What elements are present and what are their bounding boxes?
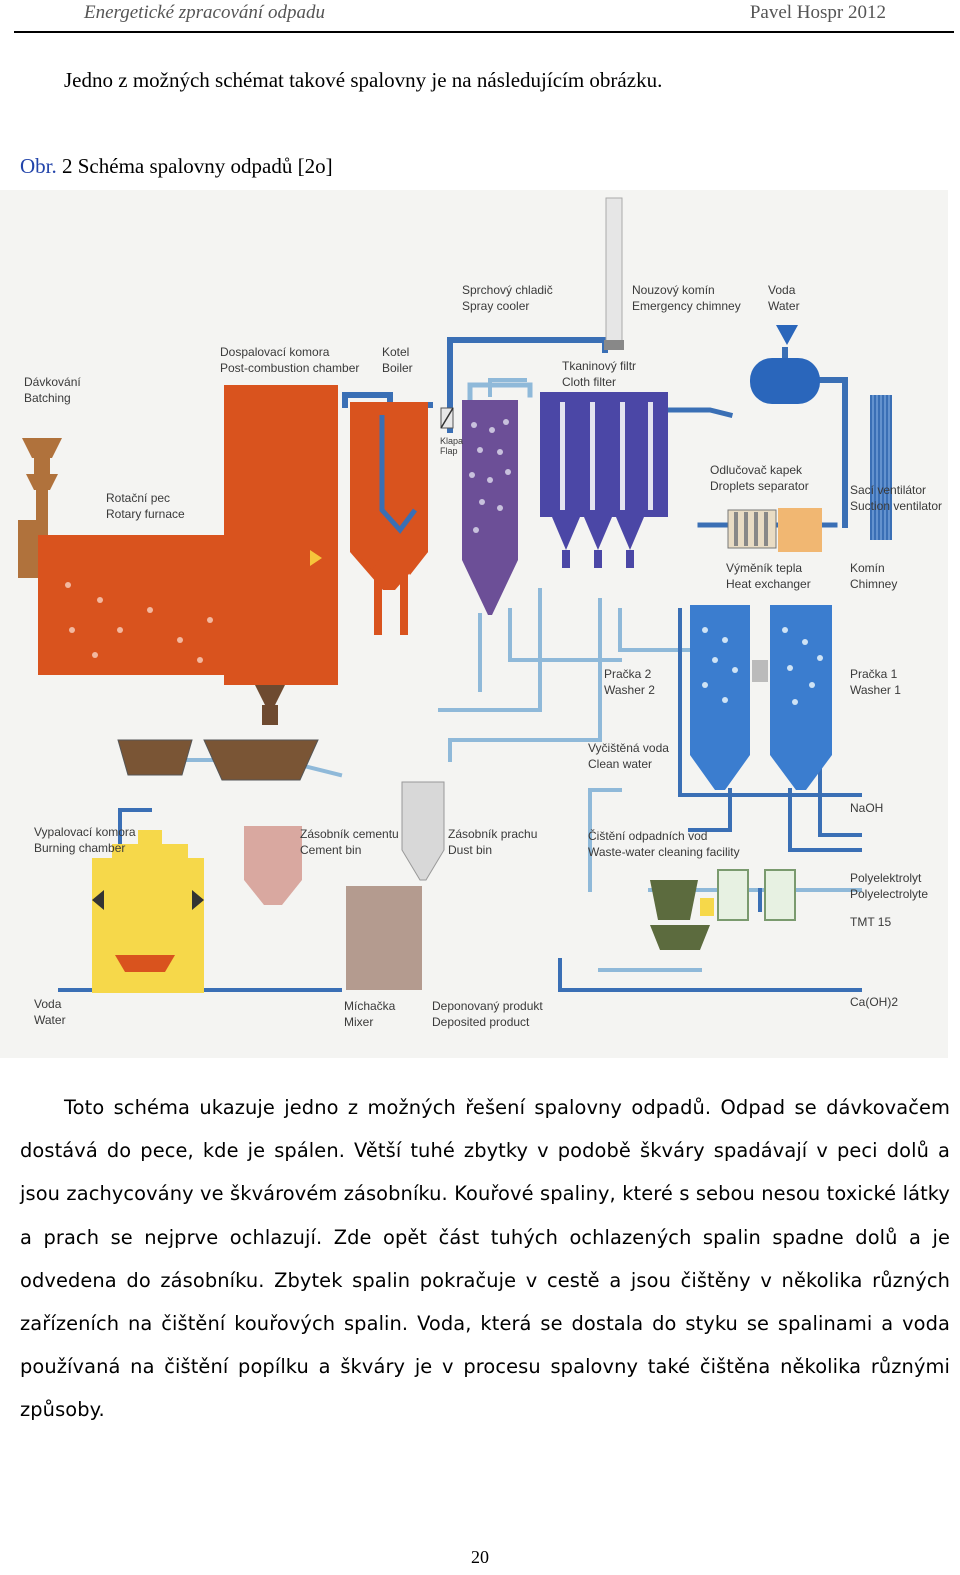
- label-polyel-en: Polyelectrolyte: [850, 887, 928, 901]
- dust-bin: [401, 781, 445, 881]
- label-postcomb-cz: Dospalovací komora: [220, 345, 330, 359]
- mixer: [346, 886, 422, 990]
- caption-text: 2 Schéma spalovny odpadů [2o]: [56, 154, 333, 178]
- label-spray-en: Spray cooler: [462, 299, 529, 313]
- slag-container-2: [203, 739, 319, 781]
- burning-chamber: [92, 830, 204, 993]
- label-batching-en: Batching: [24, 391, 71, 405]
- label-polyel-cz: Polyelektrolyt: [850, 871, 922, 885]
- header-rule: [14, 31, 954, 33]
- label-water-bottom-cz: Voda: [34, 997, 62, 1011]
- incinerator-diagram: Dávkování Batching Dospalovací komora Po…: [0, 190, 948, 1058]
- emergency-chimney-cap: [604, 340, 624, 350]
- label-water-top-cz: Voda: [768, 283, 796, 297]
- header-author: Pavel Hospr 2012: [749, 2, 886, 23]
- intro-text: Jedno z možných schémat takové spalovny …: [64, 68, 663, 92]
- wastewater-tank-4: [650, 925, 710, 950]
- label-caoh: Ca(OH)2: [850, 995, 898, 1009]
- label-suction-en: Suction ventilator: [850, 499, 942, 513]
- label-cement-en: Cement bin: [300, 843, 361, 857]
- heat-exchanger: [778, 508, 822, 552]
- label-washer2-cz: Pračka 2: [604, 667, 652, 681]
- label-rotary-en: Rotary furnace: [106, 507, 185, 521]
- wastewater-tank-2: [717, 869, 749, 921]
- label-washer2-en: Washer 2: [604, 683, 655, 697]
- label-dust-en: Dust bin: [448, 843, 492, 857]
- label-mixer-en: Mixer: [344, 1015, 373, 1029]
- boiler: [350, 402, 428, 635]
- label-wastewater-en: Waste-water cleaning facility: [588, 845, 740, 859]
- header-title: Energetické zpracování odpadu: [84, 2, 325, 23]
- label-burning-cz: Vypalovací komora: [34, 825, 136, 839]
- label-batching-cz: Dávkování: [24, 375, 81, 389]
- body-paragraph: Toto schéma ukazuje jedno z možných řeše…: [20, 1086, 950, 1432]
- label-rotary-cz: Rotační pec: [106, 491, 170, 505]
- label-flap-en: Flap: [440, 446, 458, 456]
- label-cloth-en: Cloth filter: [562, 375, 616, 389]
- water-inlet-arrow: [776, 325, 798, 345]
- caption-obr: Obr.: [20, 154, 57, 178]
- label-flap-cz: Klapa: [440, 436, 463, 446]
- label-heatex-cz: Výměník tepla: [726, 561, 802, 575]
- label-cleanwater-cz: Vyčištěná voda: [588, 741, 669, 755]
- label-wastewater-cz: Čištění odpadních vod: [588, 828, 707, 843]
- label-boiler-en: Boiler: [382, 361, 413, 375]
- page-number: 20: [471, 1547, 489, 1567]
- cloth-filter: [540, 392, 668, 568]
- label-cement-cz: Zásobník cementu: [300, 827, 399, 841]
- label-chimney-en: Chimney: [850, 577, 897, 591]
- label-burning-en: Burning chamber: [34, 841, 125, 855]
- label-water-bottom-en: Water: [34, 1013, 66, 1027]
- washer-connector: [752, 660, 768, 682]
- page-header: Energetické zpracování odpadu Pavel Hosp…: [0, 0, 960, 34]
- water-tank: [750, 358, 820, 404]
- label-droplets-en: Droplets separator: [710, 479, 809, 493]
- label-naoh: NaOH: [850, 801, 883, 815]
- washer-2: [690, 605, 750, 790]
- label-suction-cz: Sací ventilátor: [850, 483, 926, 497]
- label-water-top-en: Water: [768, 299, 800, 313]
- washer-1: [770, 605, 832, 790]
- label-emergency-en: Emergency chimney: [632, 299, 741, 313]
- label-postcomb-en: Post-combustion chamber: [220, 361, 359, 375]
- wastewater-tank-1: [650, 880, 698, 920]
- label-cleanwater-en: Clean water: [588, 757, 652, 771]
- label-chimney-cz: Komín: [850, 561, 885, 575]
- label-deposited-en: Deposited product: [432, 1015, 530, 1029]
- cement-bin: [244, 826, 302, 905]
- wastewater-tank-3: [764, 869, 796, 921]
- label-washer1-en: Washer 1: [850, 683, 901, 697]
- spray-cooler: [462, 400, 518, 615]
- label-emergency-cz: Nouzový komín: [632, 283, 715, 297]
- label-tmt: TMT 15: [850, 915, 891, 929]
- label-mixer-cz: Míchačka: [344, 999, 396, 1013]
- label-deposited-cz: Deponovaný produkt: [432, 999, 543, 1013]
- label-droplets-cz: Odlučovač kapek: [710, 463, 803, 477]
- label-washer1-cz: Pračka 1: [850, 667, 898, 681]
- label-heatex-en: Heat exchanger: [726, 577, 811, 591]
- slag-container-1: [117, 739, 193, 776]
- emergency-chimney-stack: [605, 197, 623, 344]
- label-boiler-cz: Kotel: [382, 345, 409, 359]
- label-dust-cz: Zásobník prachu: [448, 827, 537, 841]
- figure-caption: Obr. 2 Schéma spalovny odpadů [2o]: [20, 154, 333, 179]
- body-text: Toto schéma ukazuje jedno z možných řeše…: [20, 1096, 950, 1422]
- label-spray-cz: Sprchový chladič: [462, 283, 553, 297]
- diagram-labels: Dávkování Batching Dospalovací komora Po…: [24, 283, 942, 1029]
- label-cloth-cz: Tkaninový filtr: [562, 359, 636, 373]
